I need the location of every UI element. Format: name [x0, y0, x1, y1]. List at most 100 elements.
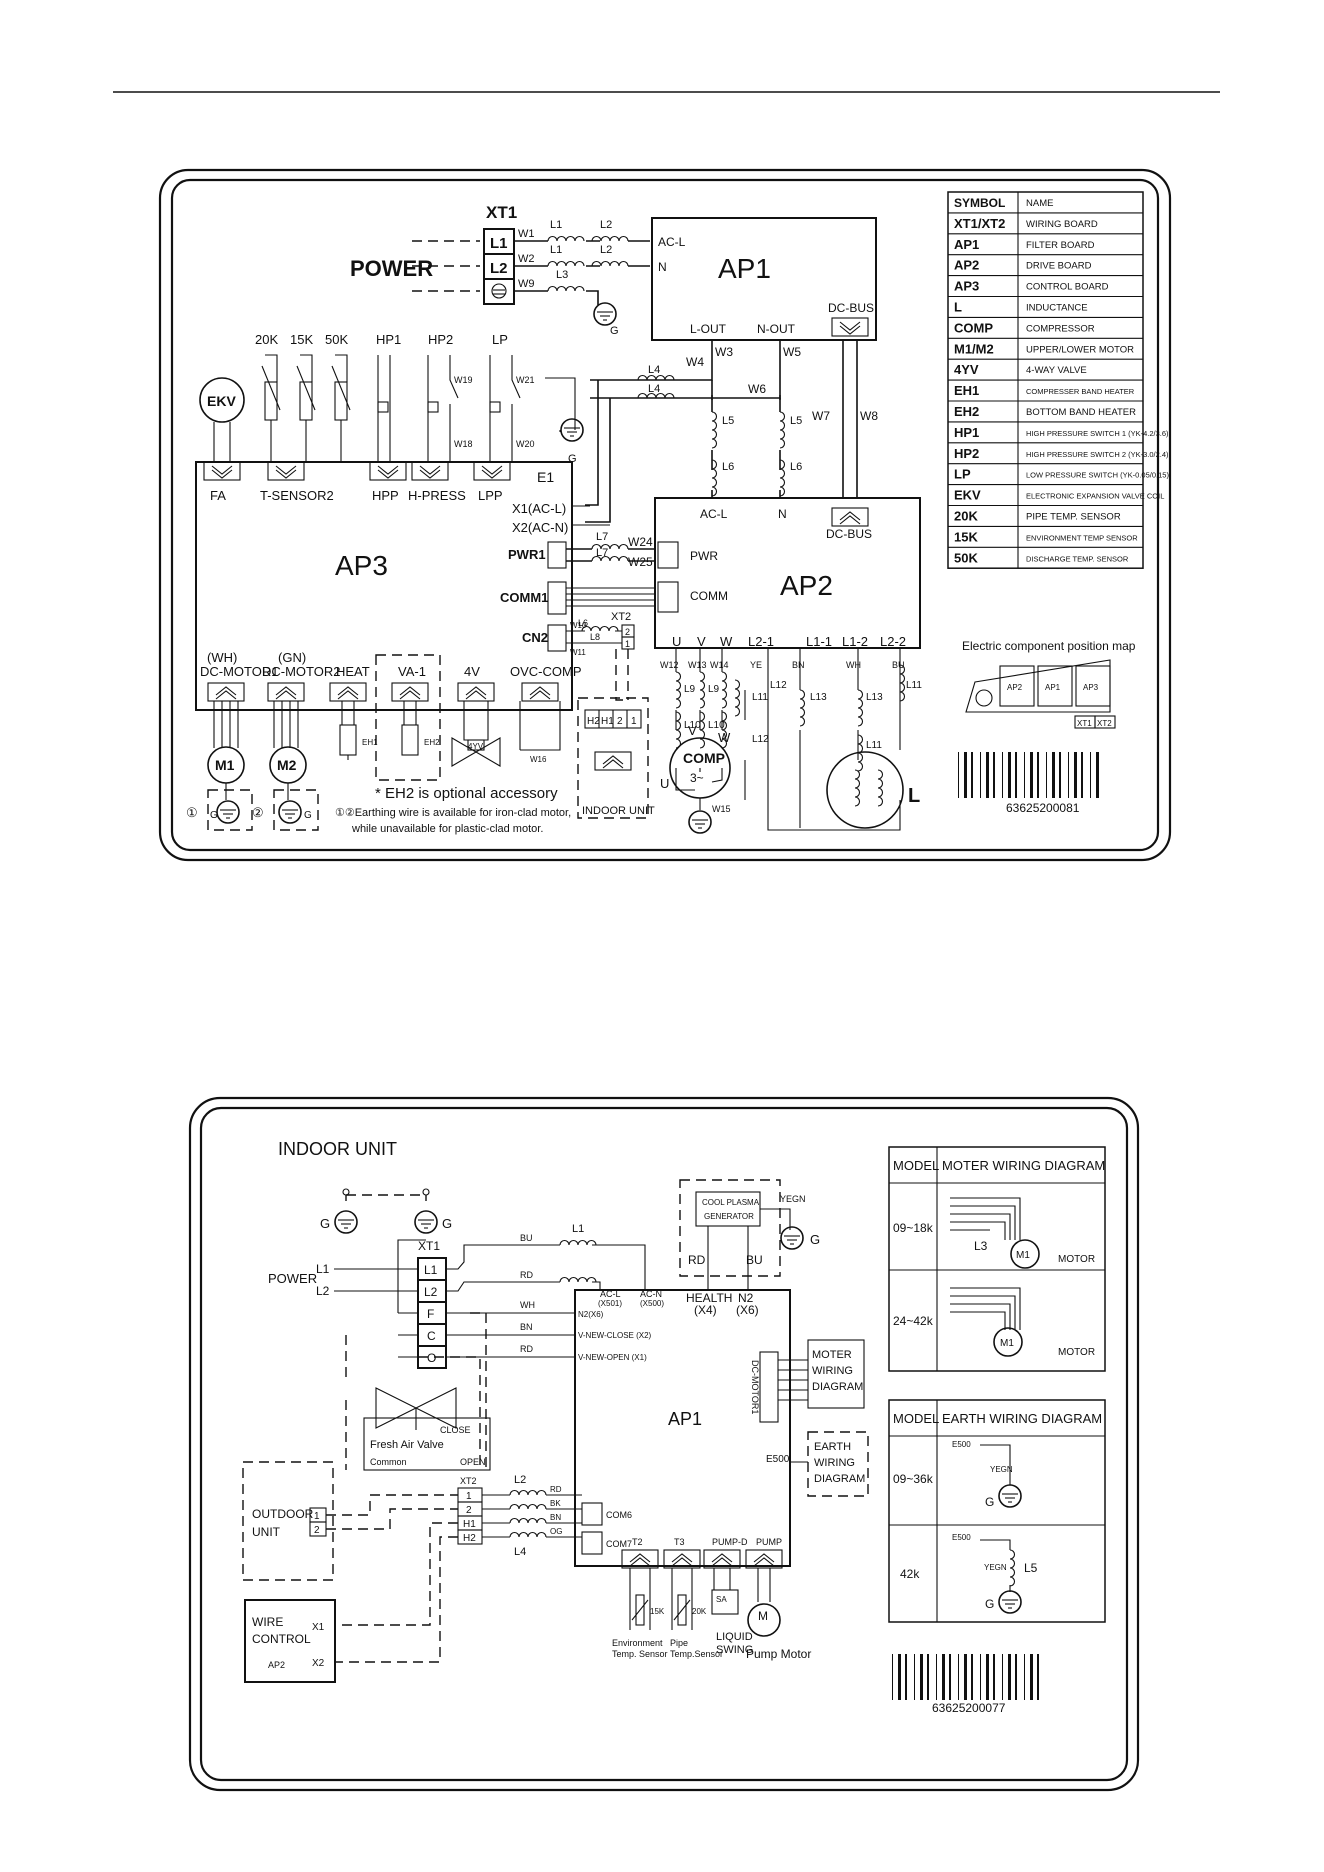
svg-text:L10: L10: [708, 720, 725, 731]
svg-text:X1(AC-L): X1(AC-L): [512, 501, 566, 516]
svg-text:V: V: [697, 634, 706, 649]
outdoor-barcode-number: 63625200081: [1006, 801, 1080, 815]
svg-text:X2(AC-N): X2(AC-N): [512, 520, 568, 535]
legend-symbol: AP1: [954, 237, 979, 252]
svg-text:L2: L2: [316, 1284, 330, 1298]
svg-text:L12: L12: [770, 680, 787, 691]
svg-text:AP1: AP1: [668, 1409, 702, 1429]
svg-text:MODEL: MODEL: [893, 1158, 939, 1173]
svg-text:L1-2: L1-2: [842, 634, 868, 649]
legend-name: FILTER BOARD: [1026, 240, 1095, 251]
reactor-l: L: [826, 751, 920, 829]
svg-text:W2: W2: [518, 253, 535, 265]
legend-symbol: HP2: [954, 446, 979, 461]
component-position-map: Electric component position map AP2 AP1 …: [962, 639, 1136, 729]
legend-name: UPPER/LOWER MOTOR: [1026, 344, 1134, 355]
svg-text:VA-1: VA-1: [398, 664, 426, 679]
power-label: POWER: [350, 256, 433, 281]
svg-text:W6: W6: [748, 382, 766, 396]
legend-symbol: SYMBOL: [954, 196, 1005, 210]
svg-text:L4: L4: [514, 1546, 526, 1558]
indoor-ap1-board: AP1 AC-L (X501) AC-N (X500) HEALTH (X4) …: [574, 1289, 791, 1569]
svg-text:V-NEW-OPEN (X1): V-NEW-OPEN (X1): [578, 1353, 647, 1362]
legend-symbol: M1/M2: [954, 341, 994, 356]
svg-text:L6: L6: [790, 461, 802, 473]
svg-text:L2: L2: [600, 244, 612, 256]
svg-text:Pipe: Pipe: [670, 1638, 688, 1648]
svg-text:DC-MOTOR1: DC-MOTOR1: [750, 1360, 760, 1414]
svg-text:W15: W15: [712, 804, 731, 814]
svg-text:L1: L1: [572, 1223, 584, 1235]
svg-text:T2: T2: [632, 1537, 643, 1547]
svg-text:RD: RD: [520, 1344, 533, 1354]
svg-text:OVC-COMP: OVC-COMP: [510, 664, 582, 679]
legend-symbol: EH2: [954, 404, 979, 419]
legend-name: ENVIRONMENT TEMP SENSOR: [1026, 533, 1138, 542]
svg-text:L3: L3: [556, 269, 568, 281]
ap2-drive-board: AP2 AC-L N DC-BUS PWR COMM U V W L2-1 L1…: [654, 497, 921, 649]
svg-text:V: V: [688, 723, 697, 738]
svg-text:L3: L3: [974, 1239, 988, 1253]
svg-text:L9: L9: [684, 684, 696, 695]
indoor-outdoor-unit-ref: OUTDOOR UNIT 1 2: [242, 1461, 334, 1581]
svg-text:L6: L6: [722, 461, 734, 473]
svg-text:RD: RD: [688, 1253, 706, 1267]
svg-text:L4: L4: [648, 364, 660, 376]
legend-symbol: AP3: [954, 279, 979, 294]
svg-text:XT2: XT2: [611, 611, 631, 623]
legend-symbol: AP2: [954, 258, 979, 273]
legend-symbol: EH1: [954, 383, 979, 398]
svg-text:L2-2: L2-2: [880, 634, 906, 649]
svg-text:Pump Motor: Pump Motor: [746, 1647, 811, 1661]
svg-text:XT2: XT2: [1097, 719, 1112, 728]
earth-wiring-table: MODEL EARTH WIRING DIAGRAM 09~36k 42k E5…: [888, 1399, 1106, 1623]
svg-text:N: N: [778, 507, 787, 521]
svg-text:BN: BN: [550, 1513, 561, 1522]
note-earthing-2: while unavailable for plastic-clad motor…: [351, 823, 543, 835]
svg-text:YEGN: YEGN: [984, 1563, 1007, 1572]
svg-text:L2: L2: [514, 1474, 526, 1486]
svg-text:BU: BU: [746, 1253, 763, 1267]
indoor-xt2-terminal: XT2 1 2 H1 H2: [457, 1476, 483, 1545]
legend-name: PIPE TEMP. SENSOR: [1026, 512, 1121, 523]
legend-name: DRIVE BOARD: [1026, 261, 1092, 272]
svg-text:L11: L11: [866, 740, 882, 751]
legend-symbol: 20K: [954, 509, 978, 524]
svg-text:W4: W4: [686, 355, 704, 369]
svg-text:W: W: [720, 634, 733, 649]
svg-text:LP: LP: [492, 332, 508, 347]
svg-text:Temp.Sensor: Temp.Sensor: [670, 1649, 723, 1659]
svg-text:15K: 15K: [290, 332, 313, 347]
svg-text:W5: W5: [783, 345, 801, 359]
svg-text:O: O: [427, 1351, 436, 1365]
svg-text:L-OUT: L-OUT: [690, 322, 727, 336]
svg-text:L6: L6: [578, 618, 588, 628]
svg-text:DIAGRAM: DIAGRAM: [814, 1473, 865, 1485]
pump-motor: M Pump Motor: [746, 1568, 811, 1661]
svg-text:E1: E1: [537, 469, 554, 485]
band-heaters: EH1 EH2: [339, 654, 441, 781]
legend-symbol: EKV: [954, 488, 981, 503]
svg-text:W10: W10: [570, 621, 587, 630]
svg-text:1: 1: [466, 1491, 472, 1502]
legend-name: BOTTOM BAND HEATER: [1026, 407, 1136, 418]
svg-text:L2: L2: [600, 219, 612, 231]
svg-text:L1: L1: [550, 244, 562, 256]
svg-text:MOTOR: MOTOR: [1058, 1254, 1095, 1265]
svg-text:AP3: AP3: [1083, 683, 1099, 692]
svg-text:DC-MOTOR1: DC-MOTOR1: [200, 664, 278, 679]
svg-text:L4: L4: [648, 383, 660, 395]
motor-wiring-table: MODEL MOTER WIRING DIAGRAM 09~18k 24~42k…: [888, 1146, 1106, 1372]
svg-text:①: ①: [186, 805, 198, 820]
svg-text:BN: BN: [520, 1322, 533, 1332]
ekv-valve-coil: EKV: [199, 377, 245, 462]
svg-text:L2: L2: [490, 260, 508, 277]
svg-text:W1: W1: [518, 228, 535, 240]
svg-text:L10: L10: [684, 720, 701, 731]
svg-text:L13: L13: [810, 692, 827, 703]
svg-text:Electric component position ma: Electric component position map: [962, 639, 1136, 653]
svg-text:L1-1: L1-1: [806, 634, 832, 649]
svg-text:W21: W21: [516, 375, 535, 385]
svg-text:W20: W20: [516, 439, 535, 449]
